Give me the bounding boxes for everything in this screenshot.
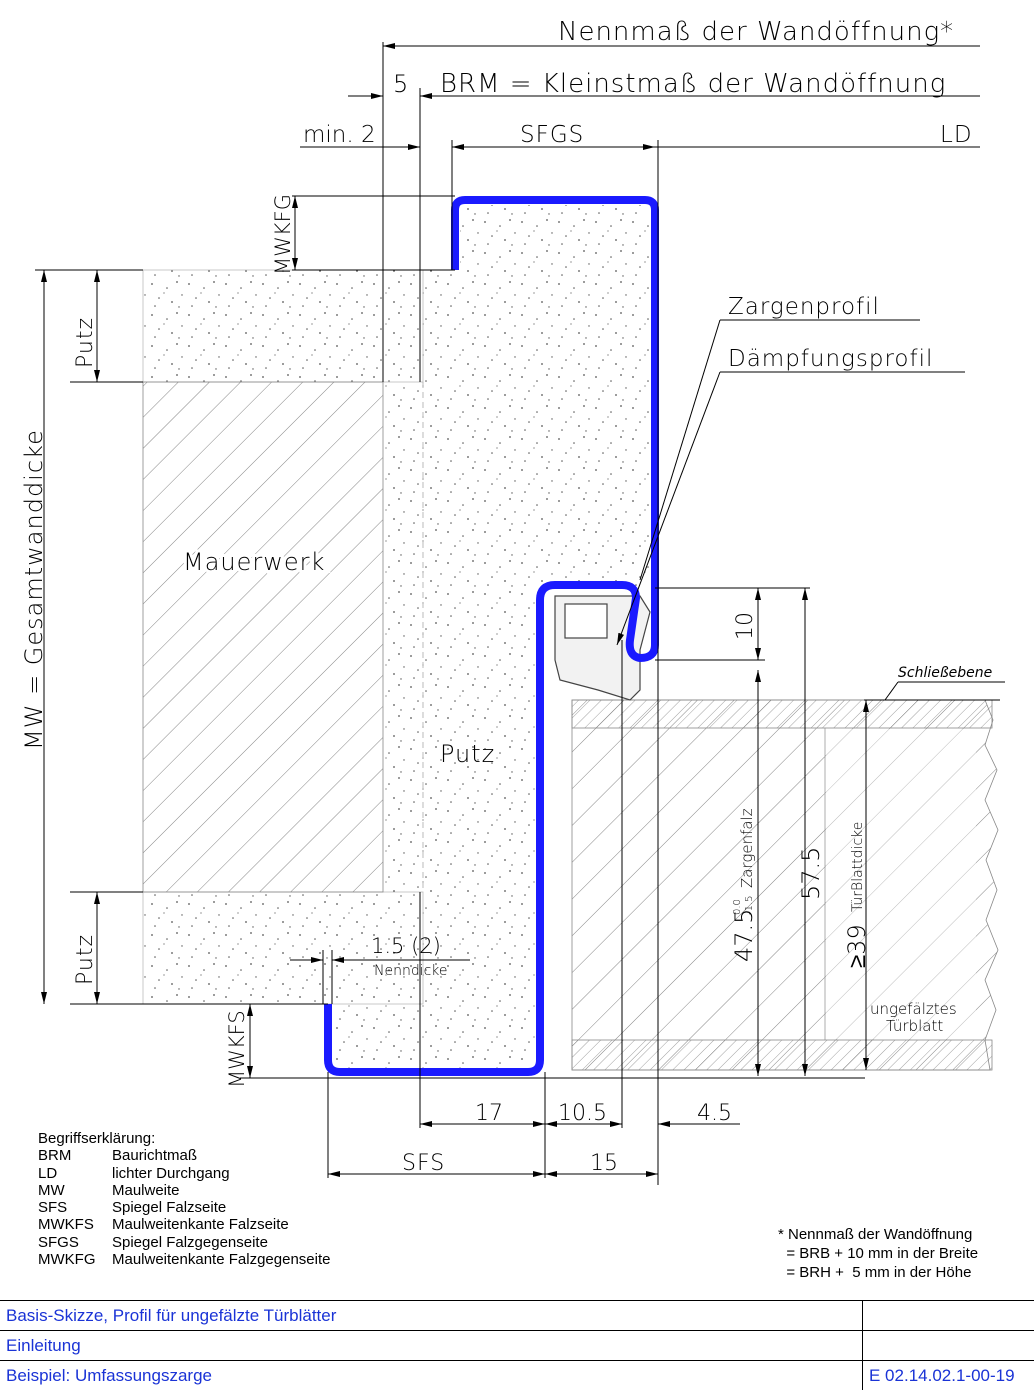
chapter-text: Einleitung bbox=[6, 1336, 81, 1355]
title-block-divider bbox=[862, 1300, 863, 1390]
legend-item: MW Maulweite bbox=[38, 1182, 330, 1199]
label-nennmass: Nennmaß der Wandöffnung* bbox=[558, 17, 954, 47]
legend-abbr: MWKFS bbox=[38, 1216, 94, 1234]
label-nenndicke-value: 1.5 (2) bbox=[371, 934, 441, 958]
footnote-line: * Nennmaß der Wandöffnung bbox=[778, 1226, 973, 1243]
legend-text: Maulweite bbox=[112, 1181, 180, 1199]
label-ungefalztes-1: ungefälztes bbox=[870, 1000, 957, 1018]
label-17: 17 bbox=[475, 1101, 503, 1126]
dimension-lines bbox=[35, 42, 1005, 1185]
label-575: 57.5 bbox=[797, 847, 825, 900]
legend-text: Maulweitenkante Falzseite bbox=[112, 1216, 289, 1234]
label-zargenfalz-tol-top: 0.0 bbox=[732, 899, 743, 915]
legend-item: SFS Spiegel Falzseite bbox=[38, 1199, 330, 1216]
legend-text: Spiegel Falzgegenseite bbox=[112, 1233, 268, 1251]
legend-item: SFGS Spiegel Falzgegenseite bbox=[38, 1234, 330, 1251]
footnote-line: = BRH + 5 mm in der Höhe bbox=[778, 1264, 972, 1281]
label-mauerwerk: Mauerwerk bbox=[183, 548, 325, 576]
title-block: Basis-Skizze, Profil für ungefälzte Türb… bbox=[0, 1300, 1034, 1390]
legend-item: MWKFG Maulweitenkante Falzgegenseite bbox=[38, 1251, 330, 1268]
label-putz-middle: Putz bbox=[440, 740, 495, 768]
label-ld: LD bbox=[940, 122, 973, 148]
example-text: Beispiel: Umfassungszarge bbox=[6, 1366, 212, 1385]
putz-regions bbox=[142, 205, 655, 1070]
example-row: Beispiel: Umfassungszarge E 02.14.02.1-0… bbox=[0, 1360, 1034, 1390]
label-mw: MW = Gesamtwanddicke bbox=[20, 429, 48, 750]
legend-text: Maulweitenkante Falzgegenseite bbox=[112, 1251, 331, 1269]
legend-item: BRM Baurichtmaß bbox=[38, 1147, 330, 1164]
label-ungefalztes-2: Türblatt bbox=[886, 1017, 943, 1035]
label-sfgs: SFGS bbox=[520, 122, 584, 148]
mauerwerk-hatch bbox=[142, 381, 384, 893]
label-15: 15 bbox=[590, 1151, 618, 1176]
label-zargenprofil: Zargenprofil bbox=[728, 294, 880, 320]
footnote: * Nennmaß der Wandöffnung = BRB + 10 mm … bbox=[778, 1225, 978, 1282]
label-tuerblattdicke-value: ≥39 bbox=[843, 924, 871, 968]
label-schliessebene: Schließebene bbox=[898, 665, 992, 681]
label-putz-bottom: Putz bbox=[73, 934, 98, 985]
legend-abbr: SFS bbox=[38, 1199, 68, 1217]
legend-abbr: LD bbox=[38, 1164, 58, 1182]
label-daempfungsprofil: Dämpfungsprofil bbox=[728, 346, 933, 372]
door-frame-drawing: Nennmaß der Wandöffnung* 5 BRM = Kleinst… bbox=[20, 17, 1005, 1185]
label-45: 4.5 bbox=[697, 1101, 732, 1126]
legend-abbr: MWKFG bbox=[38, 1251, 96, 1269]
label-mwkfg: MWKFG bbox=[271, 194, 295, 275]
label-ten: 10 bbox=[733, 612, 758, 640]
legend-abbr: MW bbox=[38, 1181, 65, 1199]
chapter-row: Einleitung bbox=[0, 1330, 1034, 1360]
zargenprofil-shape bbox=[324, 196, 659, 1076]
legend: Begriffserklärung: BRM Baurichtmaß LD lich… bbox=[38, 1130, 330, 1268]
legend-text: Spiegel Falzseite bbox=[112, 1199, 227, 1217]
label-sfs: SFS bbox=[402, 1151, 445, 1176]
legend-text: Baurichtmaß bbox=[112, 1147, 198, 1165]
label-zargenfalz: Zargenfalz bbox=[738, 808, 756, 888]
footnote-line: = BRB + 10 mm in der Breite bbox=[778, 1245, 979, 1262]
label-brm: BRM = Kleinstmaß der Wandöffnung bbox=[440, 69, 946, 99]
label-105: 10.5 bbox=[558, 1101, 607, 1126]
label-min2: min. 2 bbox=[303, 122, 376, 148]
label-five: 5 bbox=[393, 70, 408, 98]
legend-abbr: BRM bbox=[38, 1147, 72, 1165]
title-text: Basis-Skizze, Profil für ungefälzte Türb… bbox=[6, 1306, 337, 1325]
label-nenndicke: Nenndicke bbox=[374, 963, 448, 979]
label-tuerblattdicke: TürBlattdicke bbox=[850, 822, 866, 912]
legend-item: MWKFS Maulweitenkante Falzseite bbox=[38, 1216, 330, 1233]
label-mwkfs: MWKFS bbox=[225, 1010, 249, 1088]
document-code: E 02.14.02.1-00-19 bbox=[869, 1366, 1015, 1385]
label-putz-top: Putz bbox=[73, 317, 98, 368]
door-leaf bbox=[571, 699, 999, 1071]
title-row: Basis-Skizze, Profil für ungefälzte Türb… bbox=[0, 1300, 1034, 1330]
legend-abbr: SFGS bbox=[38, 1233, 79, 1251]
legend-item: LD lichter Durchgang bbox=[38, 1165, 330, 1182]
label-zargenfalz-tol-bottom: -1.5 bbox=[744, 895, 755, 915]
legend-title: Begriffserklärung: bbox=[38, 1130, 156, 1147]
label-zargenfalz-value: 47.5 bbox=[730, 909, 758, 962]
legend-text: lichter Durchgang bbox=[112, 1164, 230, 1182]
